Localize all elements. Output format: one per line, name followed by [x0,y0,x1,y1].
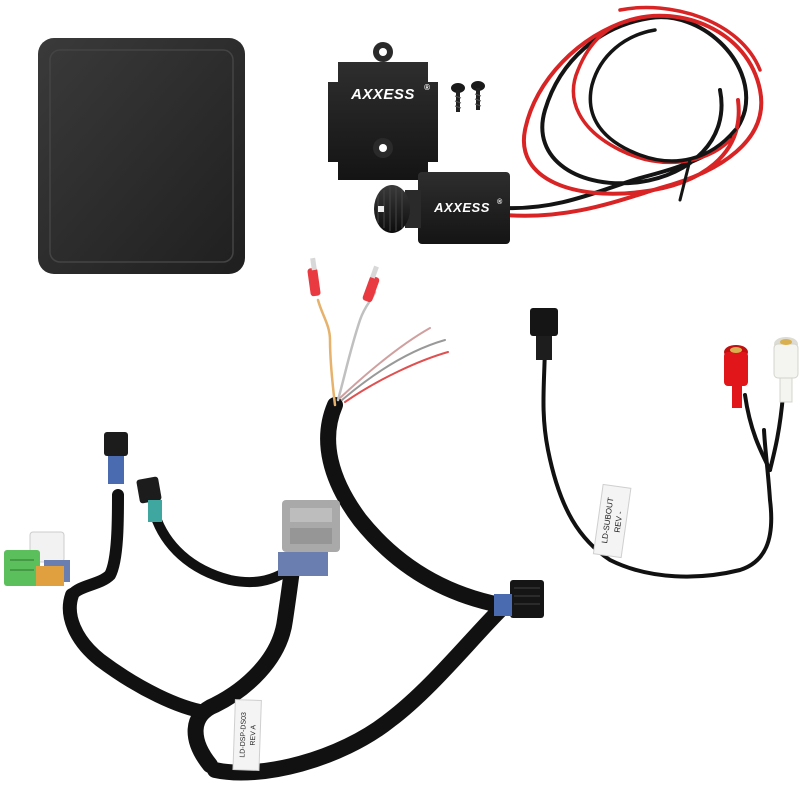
knob-icon [374,185,410,233]
small-connector-mid [136,476,162,522]
adhesive-pad [38,38,245,274]
spade-terminal [307,257,321,297]
main-wiring-harness [62,397,508,781]
mounting-bracket: AXXESS ® [328,42,438,180]
harness-tag-sub-rev: REV - [613,510,625,533]
rca-white-plug [773,337,799,403]
harness-tag-sub: LD-SUBOUT REV - [592,483,632,559]
rca-red-plug [724,345,748,408]
power-lead-wires [316,290,449,407]
harness-tag-main-text: LD-DSP-DS03 [239,712,248,758]
screw-icon [451,83,465,112]
subout-rca-harness [541,338,785,579]
green-connector [4,550,64,586]
harness-tag-main-rev: REV A [250,725,258,746]
black-connector-end [494,580,544,618]
remote-level-control: AXXESS ® [374,172,510,244]
spade-terminal [362,265,380,303]
subout-connector [530,308,558,360]
knob-logo-text: AXXESS [433,200,490,215]
screw-icon [471,81,485,110]
small-connector-top [104,432,128,484]
knob-registered-mark: ® [497,198,503,206]
gray-oem-connector [278,500,340,576]
power-wire-coil [503,5,764,218]
bracket-logo-text: AXXESS [350,86,415,103]
bracket-registered-mark: ® [424,83,430,92]
harness-tag-main: LD-DSP-DS03 REV A [232,699,262,771]
